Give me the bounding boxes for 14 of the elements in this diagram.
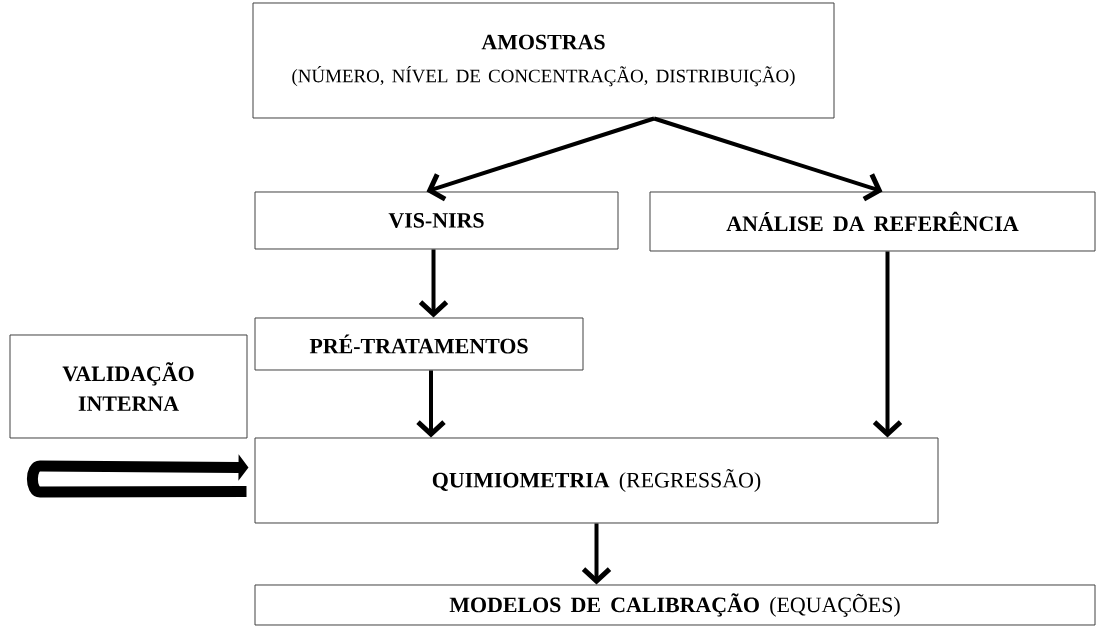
- arrow: [581, 523, 612, 585]
- process-box: VIS-NIRS: [254, 191, 619, 250]
- process-box: MODELOS DE CALIBRAÇÃO (EQUAÇÕES): [254, 584, 1096, 626]
- arrow: [418, 249, 449, 318]
- process-box: PRÉ-TRATAMENTOS: [254, 317, 584, 371]
- arrow: [27, 454, 249, 498]
- process-box: QUIMIOMETRIA (REGRESSÃO): [254, 437, 939, 524]
- arrow: [653, 116, 883, 202]
- process-box: VALIDAÇÃO INTERNA: [9, 334, 248, 439]
- arrow: [872, 251, 903, 438]
- arrow: [416, 370, 446, 438]
- arrow: [426, 116, 655, 202]
- process-box: AMOSTRAS (NÚMERO, NÍVEL DE CONCENTRAÇÃO, DISTRIBUIÇÃO): [252, 2, 835, 119]
- process-box: ANÁLISE DA REFERÊNCIA: [649, 191, 1096, 252]
